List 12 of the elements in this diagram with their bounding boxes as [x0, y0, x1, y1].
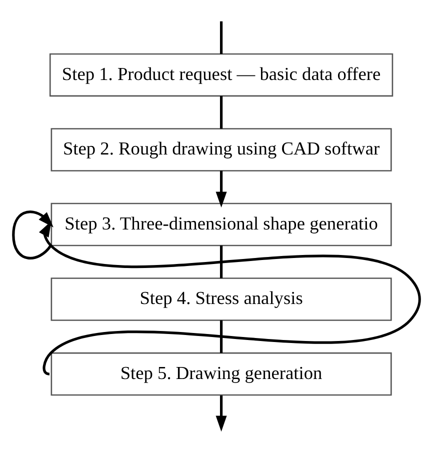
arrow [12, 210, 54, 260]
arrow [216, 395, 227, 432]
connector [220, 21, 223, 54]
connector [220, 96, 223, 129]
arrow [216, 170, 227, 208]
node-box: Step 3. Three-dimensional shape generatio [50, 202, 392, 246]
node-box: Step 4. Stress analysis [50, 278, 392, 321]
node-box: Step 5. Drawing generation [50, 352, 392, 396]
node-box: Step 1. Product request — basic data offere [49, 53, 394, 97]
connector [220, 320, 223, 354]
connector [220, 246, 223, 278]
node-box: Step 2. Rough drawing using CAD softwar [50, 128, 392, 172]
